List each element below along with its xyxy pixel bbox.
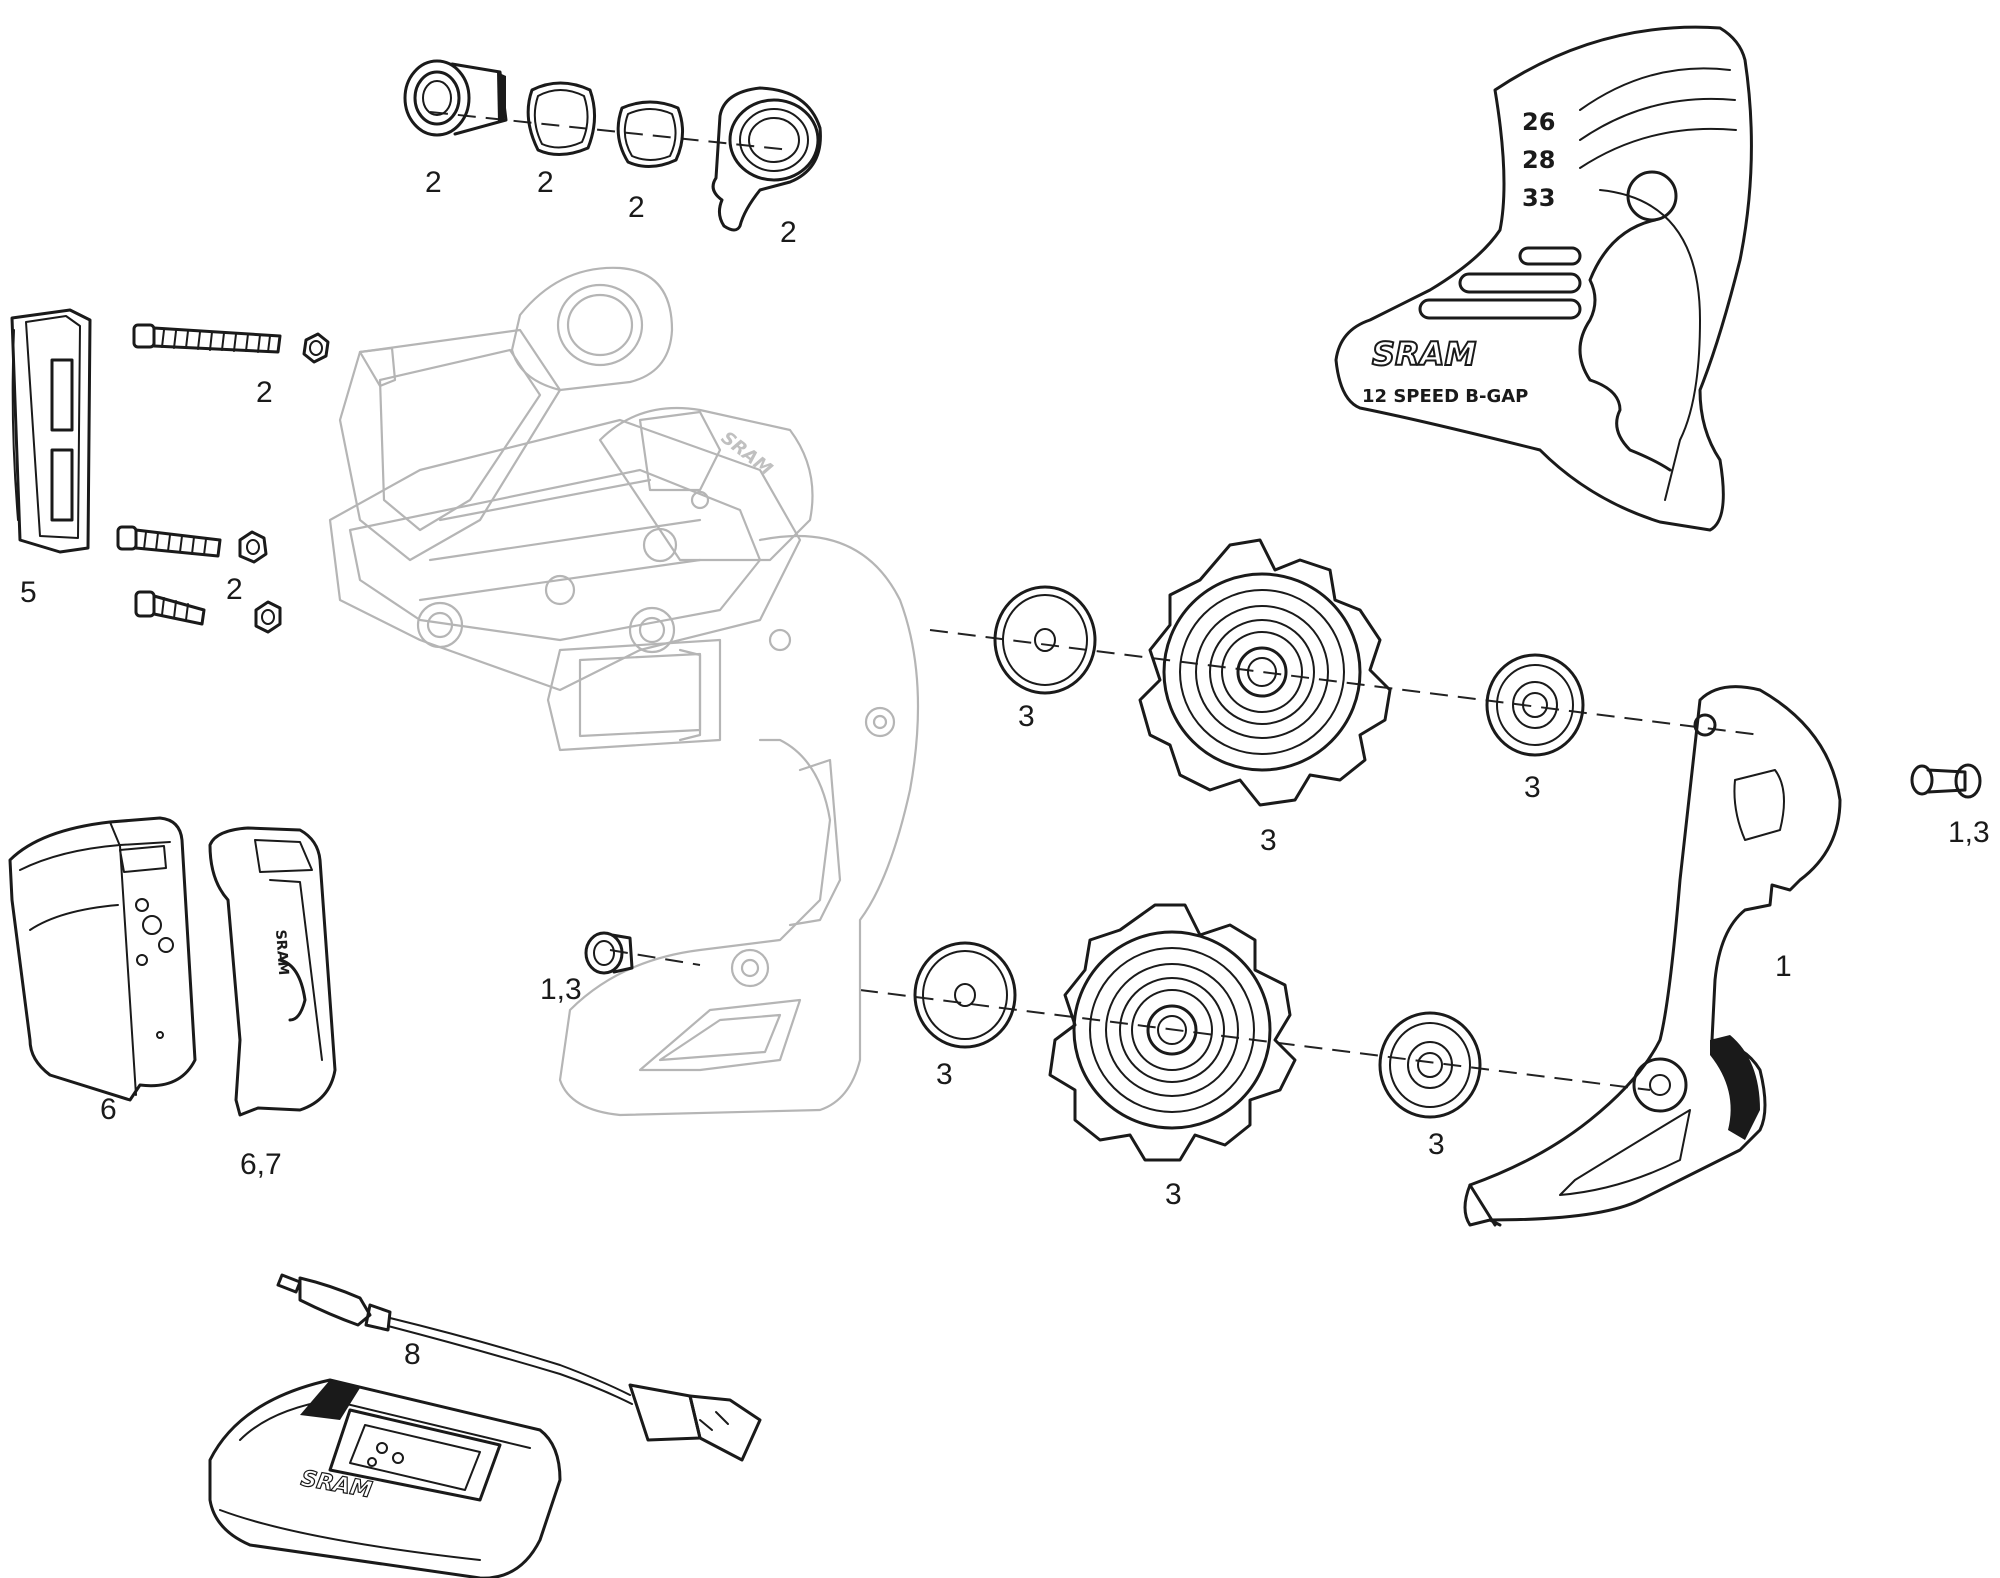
charger-brand-logo: SRAM <box>299 1466 374 1503</box>
battery-cover <box>10 308 92 554</box>
washer-lower-left <box>913 941 1017 1049</box>
callout-hanger-ring-small: 2 <box>628 191 645 224</box>
outer-cage-plate <box>1463 685 1842 1227</box>
callout-washer-lower-left: 3 <box>936 1058 953 1091</box>
bgap-size-26: 26 <box>1522 108 1555 136</box>
battery-housing-brand: SRAM <box>272 929 291 976</box>
hanger-ring-small <box>616 100 684 168</box>
callout-battery-housing: 6,7 <box>240 1148 282 1181</box>
callout-pulley-upper: 3 <box>1260 824 1277 857</box>
washer-upper-left <box>993 585 1097 695</box>
bgap-size-28: 28 <box>1522 146 1555 174</box>
limit-nut-upper <box>302 332 330 364</box>
washer-lower-right <box>1378 1011 1482 1119</box>
limit-nut-lower <box>254 600 282 634</box>
battery <box>8 816 197 1102</box>
bgap-brand-logo: SRAM <box>1372 335 1476 373</box>
derailleur-body-ghost: SRAM <box>328 266 920 1117</box>
assembly-axis-lines <box>429 111 1761 1091</box>
pulley-upper <box>1138 538 1392 807</box>
bgap-size-33: 33 <box>1522 184 1555 212</box>
callout-washer-lower-right: 3 <box>1428 1128 1445 1161</box>
limit-bolt-mid <box>116 525 222 558</box>
callout-pin-right: 1,3 <box>1948 816 1990 849</box>
derailleur-brand-mark: SRAM <box>717 427 776 480</box>
limit-bolt-short <box>134 590 206 626</box>
limit-bolt-long <box>132 323 282 354</box>
bgap-tool: 26 28 33 SRAM 12 SPEED B-GAP <box>1334 25 1753 532</box>
callout-hanger-ring-large: 2 <box>537 166 554 199</box>
callout-limit-bolt-long: 2 <box>256 376 273 409</box>
callout-pulley-lower: 3 <box>1165 1178 1182 1211</box>
usb-charging-cable <box>276 1273 762 1462</box>
cage-stop-screw <box>584 931 634 975</box>
pulley-lower <box>1048 903 1297 1162</box>
callout-cable: 8 <box>404 1338 421 1371</box>
limit-nut-mid <box>238 530 268 564</box>
callout-battery-cover: 5 <box>20 576 37 609</box>
battery-charger: SRAM <box>208 1378 562 1578</box>
callout-cage-screw: 1,3 <box>540 973 582 1006</box>
callout-hanger-nut: 2 <box>780 216 797 249</box>
callout-washer-upper-right: 3 <box>1524 771 1541 804</box>
hanger-nut-tab <box>711 86 822 232</box>
hanger-ring-large <box>526 81 596 156</box>
callout-battery: 6 <box>100 1093 117 1126</box>
bgap-label: 12 SPEED B-GAP <box>1362 386 1528 407</box>
battery-housing: SRAM <box>208 826 337 1117</box>
callout-outer-cage: 1 <box>1775 950 1792 983</box>
cage-pivot-pin <box>1910 763 1982 799</box>
callout-limit-bolts-short: 2 <box>226 573 243 606</box>
washer-upper-right <box>1485 653 1585 757</box>
callout-hanger-bushing: 2 <box>425 166 442 199</box>
hanger-bushing <box>403 59 508 137</box>
callout-washer-upper-left: 3 <box>1018 700 1035 733</box>
